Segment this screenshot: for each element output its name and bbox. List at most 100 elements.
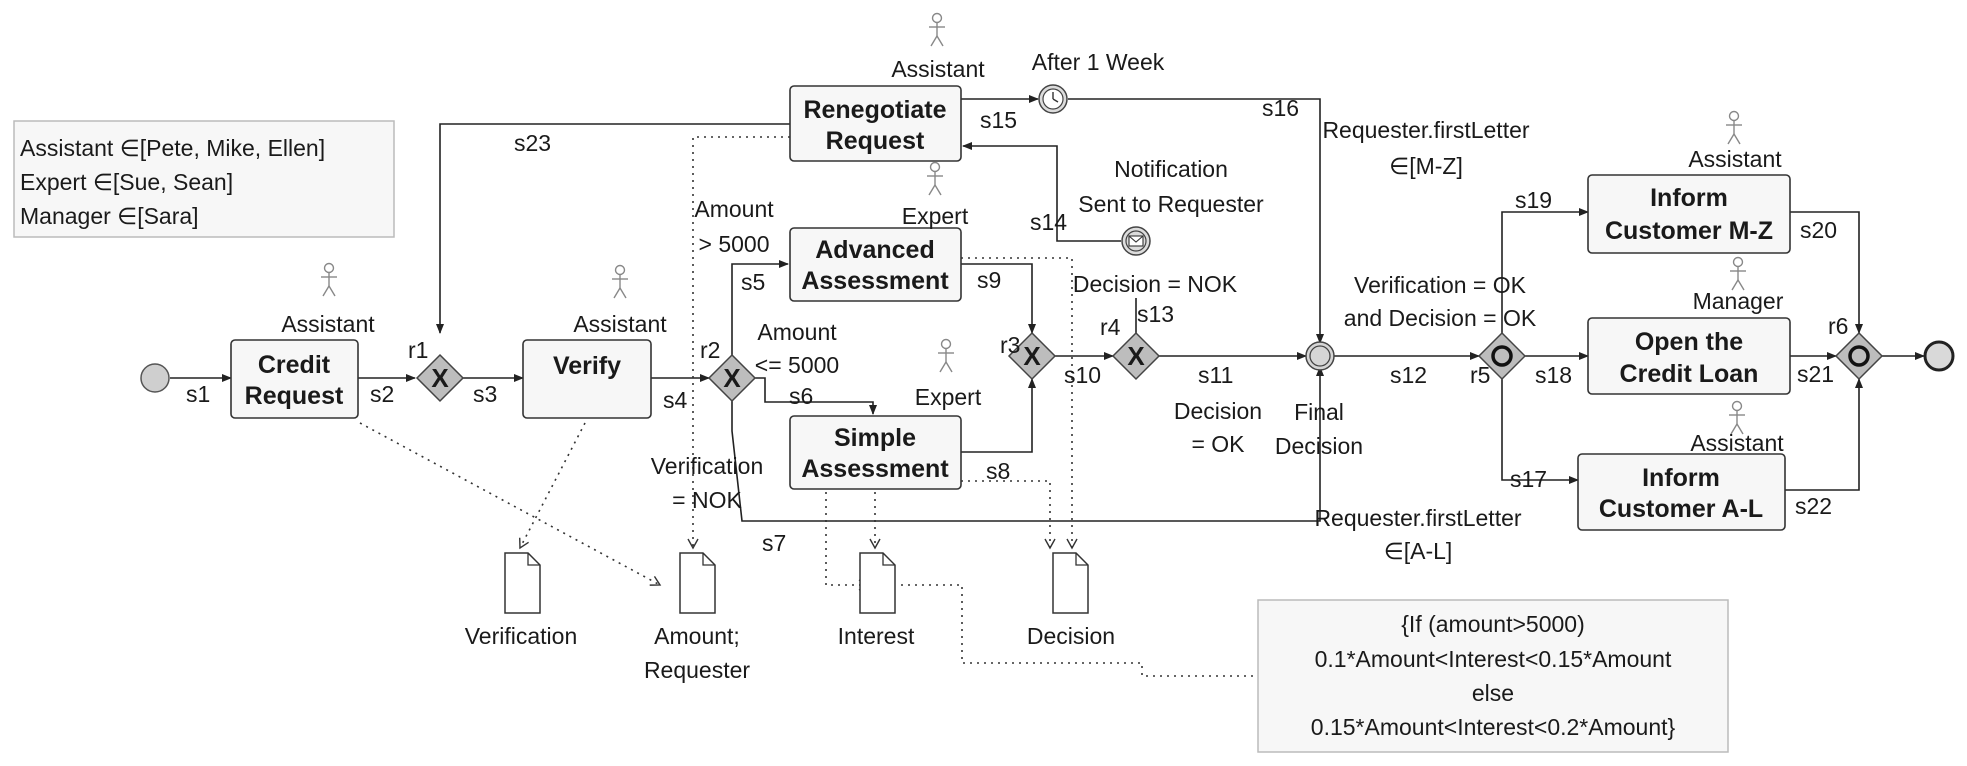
flow-s22[interactable] [1785,378,1863,491]
flow-s9[interactable] [961,263,1036,334]
data-object-interest[interactable]: Interest [838,552,915,649]
gateway-label-r3: r3 [1000,332,1020,358]
task-open-credit-loan[interactable]: Open the Credit Loan [1587,317,1791,395]
task-inform-mz-line1: Inform [1650,184,1728,212]
flow-s7[interactable] [731,366,1324,522]
roles-assistant: Assistant ∈[Pete, Mike, Ellen] [20,135,325,161]
cond-requester-mz-1: Requester.firstLetter [1322,117,1529,143]
flow-label-s21: s21 [1797,361,1834,387]
task-advanced-assessment[interactable]: Advanced Assessment [789,227,962,302]
flow-label-s9: s9 [977,267,1001,293]
final-decision-event[interactable] [1305,341,1335,371]
gateway-r5[interactable] [1477,331,1527,381]
flow-s5[interactable] [731,260,789,355]
data-object-verification[interactable]: Verification [465,552,578,649]
timer-event[interactable] [1038,84,1068,114]
data-object-decision-label: Decision [1027,623,1115,649]
assoc-advanced-decision [961,257,1078,550]
message-event[interactable] [1121,226,1151,256]
role-advanced: Expert [902,203,969,229]
flow-label-s14: s14 [1030,209,1067,235]
gateway-r1[interactable]: X [415,353,465,403]
data-object-verification-label: Verification [465,623,578,649]
flow-s14[interactable] [962,142,1121,242]
flow-label-s4: s4 [663,387,688,413]
roles-expert: Expert ∈[Sue, Sean] [20,169,233,195]
actor-icon-simple [938,338,954,373]
sequence-flows [170,95,1925,522]
gateway-r3[interactable]: X [1007,331,1057,381]
task-verify[interactable]: Verify [522,339,652,419]
flow-label-s12: s12 [1390,362,1427,388]
task-simple-line2: Assessment [801,455,949,483]
event-label-final-2: Decision [1275,433,1363,459]
flow-label-s23: s23 [514,130,551,156]
flow-label-s20: s20 [1800,217,1837,243]
flow-s17[interactable] [1501,379,1579,484]
flow-label-s19: s19 [1515,187,1552,213]
data-associations [359,136,1258,677]
start-event[interactable] [140,363,170,393]
flow-s19[interactable] [1501,208,1589,333]
task-advanced-line2: Assessment [801,267,949,295]
task-verify-label: Verify [553,352,621,380]
task-credit-request[interactable]: Credit Request [230,339,359,419]
task-renegotiate-request[interactable]: Renegotiate Request [789,85,962,162]
flow-label-s13: s13 [1137,301,1174,327]
task-credit-request-line2: Request [245,382,344,410]
flow-s23[interactable] [436,123,790,334]
event-label-timer: After 1 Week [1032,49,1165,75]
role-verify: Assistant [573,311,667,337]
task-simple-line1: Simple [834,424,916,452]
cond-requester-mz-2: ∈[M-Z] [1389,153,1463,179]
role-credit-request: Assistant [281,311,375,337]
task-inform-al-line2: Customer A-L [1599,495,1763,523]
gateway-label-r1: r1 [408,337,428,363]
role-open-loan: Manager [1693,288,1784,314]
task-simple-assessment[interactable]: Simple Assessment [789,415,962,490]
task-advanced-line1: Advanced [815,236,934,264]
data-object-decision[interactable]: Decision [1027,552,1115,649]
gateway-r4[interactable]: X [1111,331,1161,381]
svg-text:X: X [1023,341,1041,371]
flow-s6[interactable] [755,377,877,415]
envelope-icon [1128,235,1144,247]
actor-icon-inform-al [1729,400,1745,435]
gateway-label-r2: r2 [700,337,720,363]
flow-s20[interactable] [1790,211,1863,334]
task-renegotiate-line1: Renegotiate [803,96,946,124]
gateway-label-r5: r5 [1470,362,1490,388]
flow-label-s8: s8 [986,458,1010,484]
gateway-r2[interactable]: X [707,353,757,403]
rule-line-4: 0.15*Amount<Interest<0.2*Amount} [1311,714,1676,740]
task-inform-customer-al[interactable]: Inform Customer A-L [1577,453,1786,531]
cond-verif-decision-ok-2: and Decision = OK [1344,305,1537,331]
event-label-notification-2: Sent to Requester [1078,191,1264,217]
flow-label-s5: s5 [741,269,765,295]
cond-decision-nok: Decision = NOK [1073,271,1238,297]
role-simple: Expert [915,384,982,410]
task-inform-customer-mz[interactable]: Inform Customer M-Z [1587,174,1791,254]
actor-icon-open-loan [1730,256,1746,291]
role-renegotiate: Assistant [891,56,985,82]
flow-label-s2: s2 [370,381,394,407]
interest-rule-note: {If (amount>5000) 0.1*Amount<Interest<0.… [1257,599,1729,753]
data-object-amount-label-1: Amount; [654,623,740,649]
flow-s8[interactable] [961,378,1036,453]
role-inform-al: Assistant [1690,430,1784,456]
cond-requester-al-1: Requester.firstLetter [1314,505,1521,531]
end-event[interactable] [1923,340,1955,372]
cond-amount-gt-1: Amount [694,196,774,222]
flow-s16[interactable] [1068,98,1324,344]
data-object-amount-requester[interactable]: Amount; Requester [644,552,750,683]
gateway-r6[interactable] [1834,331,1884,381]
rule-line-2: 0.1*Amount<Interest<0.15*Amount [1315,646,1672,672]
assoc-simple-interest [825,485,870,591]
roles-manager: Manager ∈[Sara] [20,203,199,229]
task-inform-mz-line2: Customer M-Z [1605,217,1773,245]
actor-icon-credit-request [321,262,337,297]
flow-label-s17: s17 [1510,466,1547,492]
flow-label-s6: s6 [789,383,813,409]
data-object-amount-label-2: Requester [644,657,750,683]
flow-label-s11: s11 [1198,362,1233,388]
